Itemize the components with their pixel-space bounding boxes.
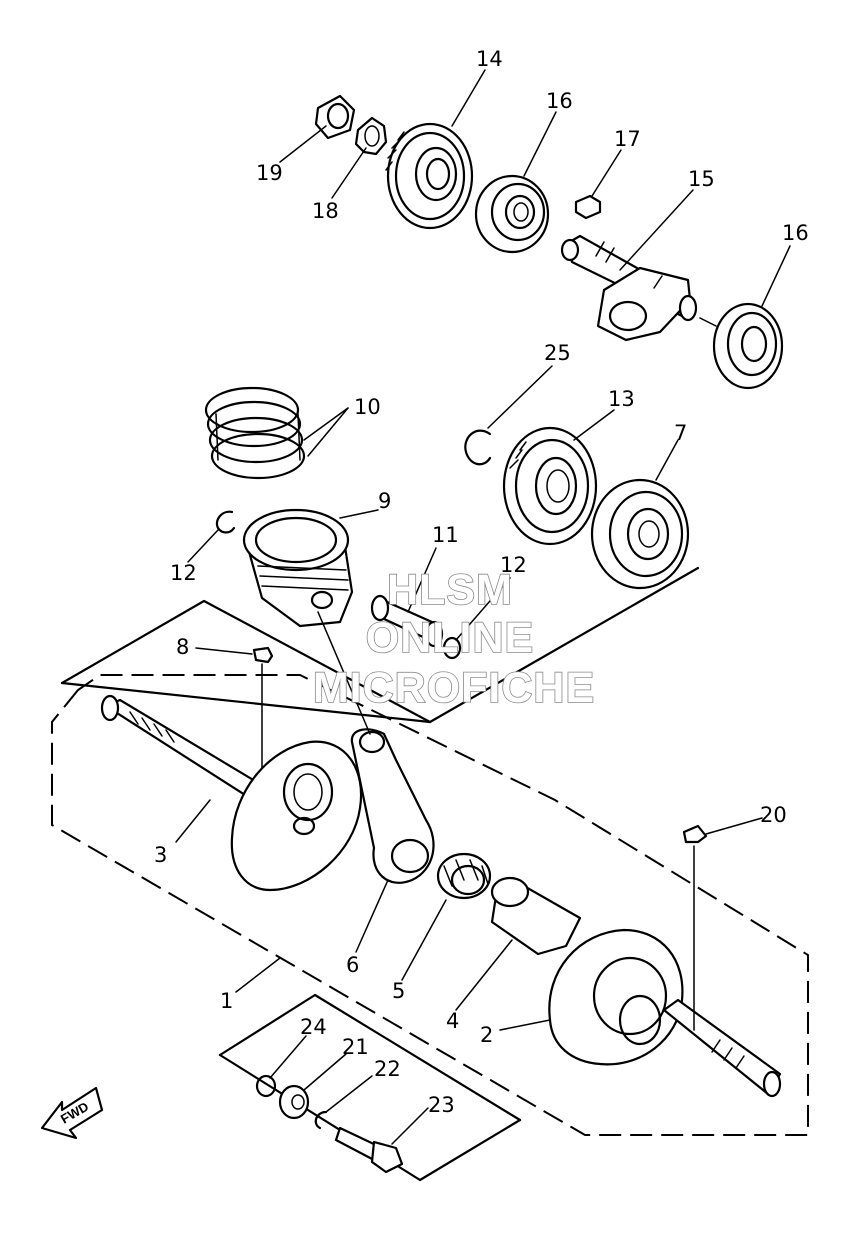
connecting-rod-part-6 (350, 728, 435, 884)
crank-pin-part-4 (490, 876, 582, 956)
callout-12-right: 12 (500, 553, 527, 577)
callout-11: 11 (432, 523, 459, 547)
callout-6: 6 (346, 953, 359, 977)
watermark-line-1: HLSM (387, 566, 513, 614)
callout-labels: 14 16 17 15 16 19 18 25 10 13 7 9 11 12 … (154, 47, 809, 1117)
piston-group-outline (60, 566, 700, 724)
callout-16-upper: 16 (546, 89, 573, 113)
bearing-part-16-lower (699, 302, 784, 390)
callout-1: 1 (220, 989, 233, 1013)
lock-washer-part-18 (354, 116, 388, 156)
piston-pin-clip-part-12-left (215, 510, 236, 534)
callout-14: 14 (476, 47, 503, 71)
callout-2: 2 (480, 1023, 493, 1047)
callout-3: 3 (154, 843, 167, 867)
key-part-17 (574, 194, 602, 220)
piston-rings-part-10 (204, 386, 306, 480)
key-part-20 (682, 824, 708, 844)
circlip-part-22 (314, 1110, 328, 1130)
callout-7: 7 (674, 421, 687, 445)
callout-22: 22 (374, 1057, 401, 1081)
callout-12-left: 12 (170, 561, 197, 585)
callout-9: 9 (378, 489, 391, 513)
callout-21: 21 (342, 1035, 369, 1059)
callout-25: 25 (544, 341, 571, 365)
callout-24: 24 (300, 1015, 327, 1039)
callout-15: 15 (688, 167, 715, 191)
needle-bearing-part-5 (436, 852, 492, 900)
callout-18: 18 (312, 199, 339, 223)
nut-part-19 (314, 94, 356, 140)
balancer-shaft-part-15 (560, 234, 698, 342)
piston-pin-clip-part-12-right (442, 636, 462, 660)
bolt-part-23 (334, 1126, 404, 1174)
callout-10: 10 (354, 395, 381, 419)
key-part-8 (252, 646, 274, 771)
washer-part-21 (278, 1084, 310, 1120)
leader-lines (175, 69, 791, 1145)
callout-20: 20 (760, 803, 787, 827)
callout-8: 8 (176, 635, 189, 659)
crankshaft-left-part-3 (100, 694, 363, 892)
bearing-part-16-upper (474, 174, 550, 254)
circlip-part-25 (464, 429, 492, 466)
callout-4: 4 (446, 1009, 459, 1033)
callout-5: 5 (392, 979, 405, 1003)
piston-pin-part-11 (370, 594, 444, 648)
bearing-part-7 (590, 478, 690, 590)
callout-19: 19 (256, 161, 283, 185)
crankshaft-right-part-2 (548, 845, 782, 1098)
callout-16-lower: 16 (782, 221, 809, 245)
balancer-gear-part-14 (385, 122, 474, 230)
watermark: HLSM ONLINE MICROFICHE (312, 565, 595, 713)
o-ring-part-24 (255, 1074, 277, 1098)
watermark-line-3: MICROFICHE (313, 664, 595, 712)
callout-13: 13 (608, 387, 635, 411)
balancer-gear-part-13 (502, 426, 598, 546)
watermark-line-2: ONLINE (366, 614, 534, 662)
piston-part-9 (242, 508, 354, 628)
crankshaft-assembly-outline (51, 674, 809, 1136)
callout-17: 17 (614, 127, 641, 151)
forward-direction-arrow: FWD (40, 1086, 104, 1140)
callout-23: 23 (428, 1093, 455, 1117)
